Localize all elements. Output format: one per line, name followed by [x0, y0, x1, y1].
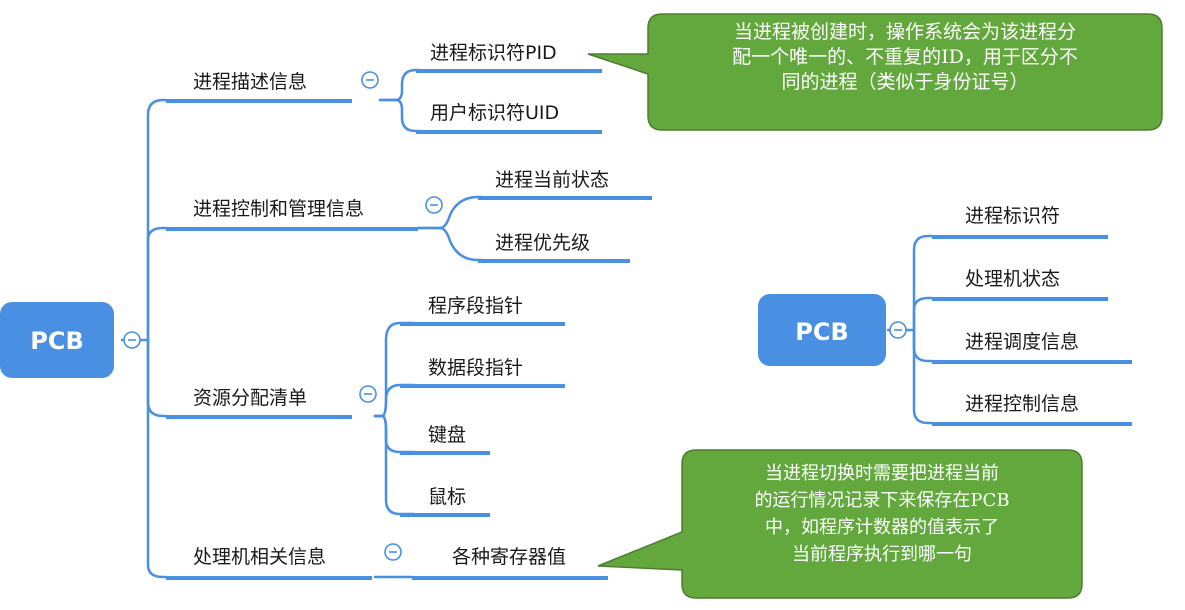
- node-underlines: [166, 69, 1132, 580]
- callout-line: 配一个唯一的、不重复的ID，用于区分不: [732, 46, 1078, 68]
- leaf-label[interactable]: 键盘: [428, 424, 466, 446]
- leaf-label[interactable]: 处理机状态: [965, 268, 1060, 290]
- collapse-icons: [123, 71, 907, 561]
- callout-pcb: 当进程切换时需要把进程当前 的运行情况记录下来保存在PCB 中，如程序计数器的值…: [684, 460, 1080, 568]
- leaf-label[interactable]: 用户标识符UID: [430, 102, 559, 124]
- callout-line: 当进程被创建时，操作系统会为该进程分: [733, 21, 1076, 43]
- callout-line: 中，如程序计数器的值表示了: [765, 517, 999, 538]
- branch-label[interactable]: 进程控制和管理信息: [193, 198, 364, 220]
- callout-pid: 当进程被创建时，操作系统会为该进程分 配一个唯一的、不重复的ID，用于区分不 同…: [650, 20, 1160, 95]
- callout-line: 当进程切换时需要把进程当前: [765, 463, 999, 484]
- collapse-circle-icon[interactable]: [425, 196, 443, 214]
- left-root-node[interactable]: PCB: [0, 302, 114, 378]
- leaf-label[interactable]: 程序段指针: [428, 295, 523, 317]
- collapse-circle-icon[interactable]: [361, 71, 379, 89]
- connector-lines: [120, 68, 934, 579]
- branch-label[interactable]: 进程描述信息: [193, 71, 307, 93]
- right-root-node[interactable]: PCB: [758, 294, 886, 366]
- callout-line: 当前程序执行到哪一句: [792, 544, 972, 565]
- callout-shapes: [587, 13, 1163, 599]
- leaf-label[interactable]: 鼠标: [428, 486, 466, 508]
- branch-label[interactable]: 处理机相关信息: [193, 546, 326, 568]
- leaf-label[interactable]: 进程调度信息: [965, 331, 1079, 353]
- leaf-label[interactable]: 各种寄存器值: [452, 546, 566, 568]
- callout-bubble-pid: [587, 13, 1163, 131]
- callout-line: 的运行情况记录下来保存在PCB: [754, 490, 1010, 511]
- leaf-label[interactable]: 进程优先级: [495, 232, 590, 254]
- callout-line: 同的进程（类似于身份证号）: [781, 71, 1029, 93]
- left-root-label: PCB: [30, 327, 84, 355]
- collapse-circle-icon[interactable]: [359, 385, 377, 403]
- leaf-label[interactable]: 数据段指针: [428, 357, 523, 379]
- callout-bubble-pcb: [597, 449, 1083, 599]
- leaf-label[interactable]: 进程控制信息: [965, 393, 1079, 415]
- collapse-circle-icon[interactable]: [123, 331, 141, 349]
- collapse-circle-icon[interactable]: [384, 543, 402, 561]
- collapse-circle-icon[interactable]: [889, 321, 907, 339]
- leaf-label[interactable]: 进程当前状态: [495, 169, 609, 191]
- right-root-label: PCB: [795, 318, 849, 346]
- leaf-label[interactable]: 进程标识符: [965, 205, 1060, 227]
- leaf-label[interactable]: 进程标识符PID: [430, 42, 557, 64]
- branch-label[interactable]: 资源分配清单: [193, 387, 307, 409]
